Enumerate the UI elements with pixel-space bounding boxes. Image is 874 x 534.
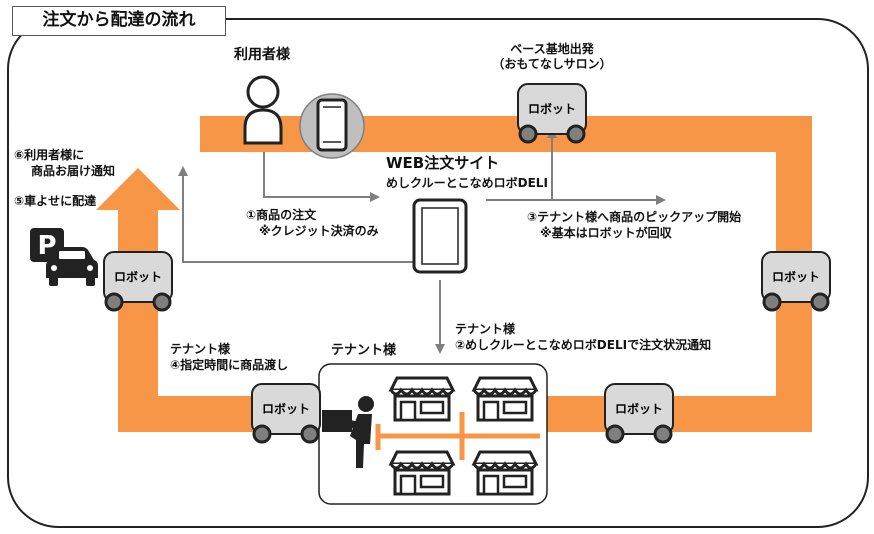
- store-icon: [472, 376, 538, 422]
- step1-note: ※クレジット決済のみ: [259, 224, 379, 238]
- step5-label: ⑤車よせに配達: [14, 194, 97, 208]
- site-name: めしクルーとこなめロボDELI: [386, 176, 548, 190]
- flow-arrows: [178, 128, 666, 354]
- step2-label: ②めしクルーとこなめロボDELIで注文状況通知: [455, 338, 712, 352]
- step3-label: ③テナント様へ商品のピックアップ開始: [527, 210, 742, 224]
- tablet-icon: [412, 198, 468, 274]
- robot-label: ロボット: [262, 401, 310, 416]
- step4-tenant: テナント様: [170, 342, 231, 356]
- step1-label: ①商品の注文: [246, 208, 317, 222]
- smartphone-icon: [299, 93, 365, 159]
- tenant-connector-lines: [375, 412, 540, 460]
- step6-label: ⑥利用者様に: [14, 148, 85, 162]
- car-icon: [46, 247, 98, 286]
- svg-text:P: P: [37, 231, 56, 261]
- base-label-line1: ベース基地出発: [510, 42, 594, 56]
- step4-label: ④指定時間に商品渡し: [170, 358, 289, 372]
- page-title: 注文から配達の流れ: [12, 6, 226, 36]
- robot-label: ロボット: [615, 401, 663, 416]
- tenant-box-label: テナント様: [331, 343, 397, 358]
- store-icon: [472, 450, 538, 496]
- worker-icon: [322, 396, 374, 468]
- step6-note: 商品お届け通知: [31, 164, 116, 178]
- store-icon: [389, 450, 455, 496]
- person-icon: [243, 75, 283, 145]
- step2-tenant: テナント様: [455, 322, 516, 336]
- user-label: 利用者様: [234, 47, 290, 63]
- robot-label: ロボット: [114, 269, 162, 284]
- site-title: WEB注文サイト: [386, 154, 500, 172]
- robot-label: ロボット: [528, 101, 576, 116]
- step3-note: ※基本はロボットが回収: [540, 226, 672, 240]
- store-icon: [389, 376, 455, 422]
- base-label-line2: （おもてなしサロン）: [492, 57, 612, 71]
- robot-label: ロボット: [772, 269, 820, 284]
